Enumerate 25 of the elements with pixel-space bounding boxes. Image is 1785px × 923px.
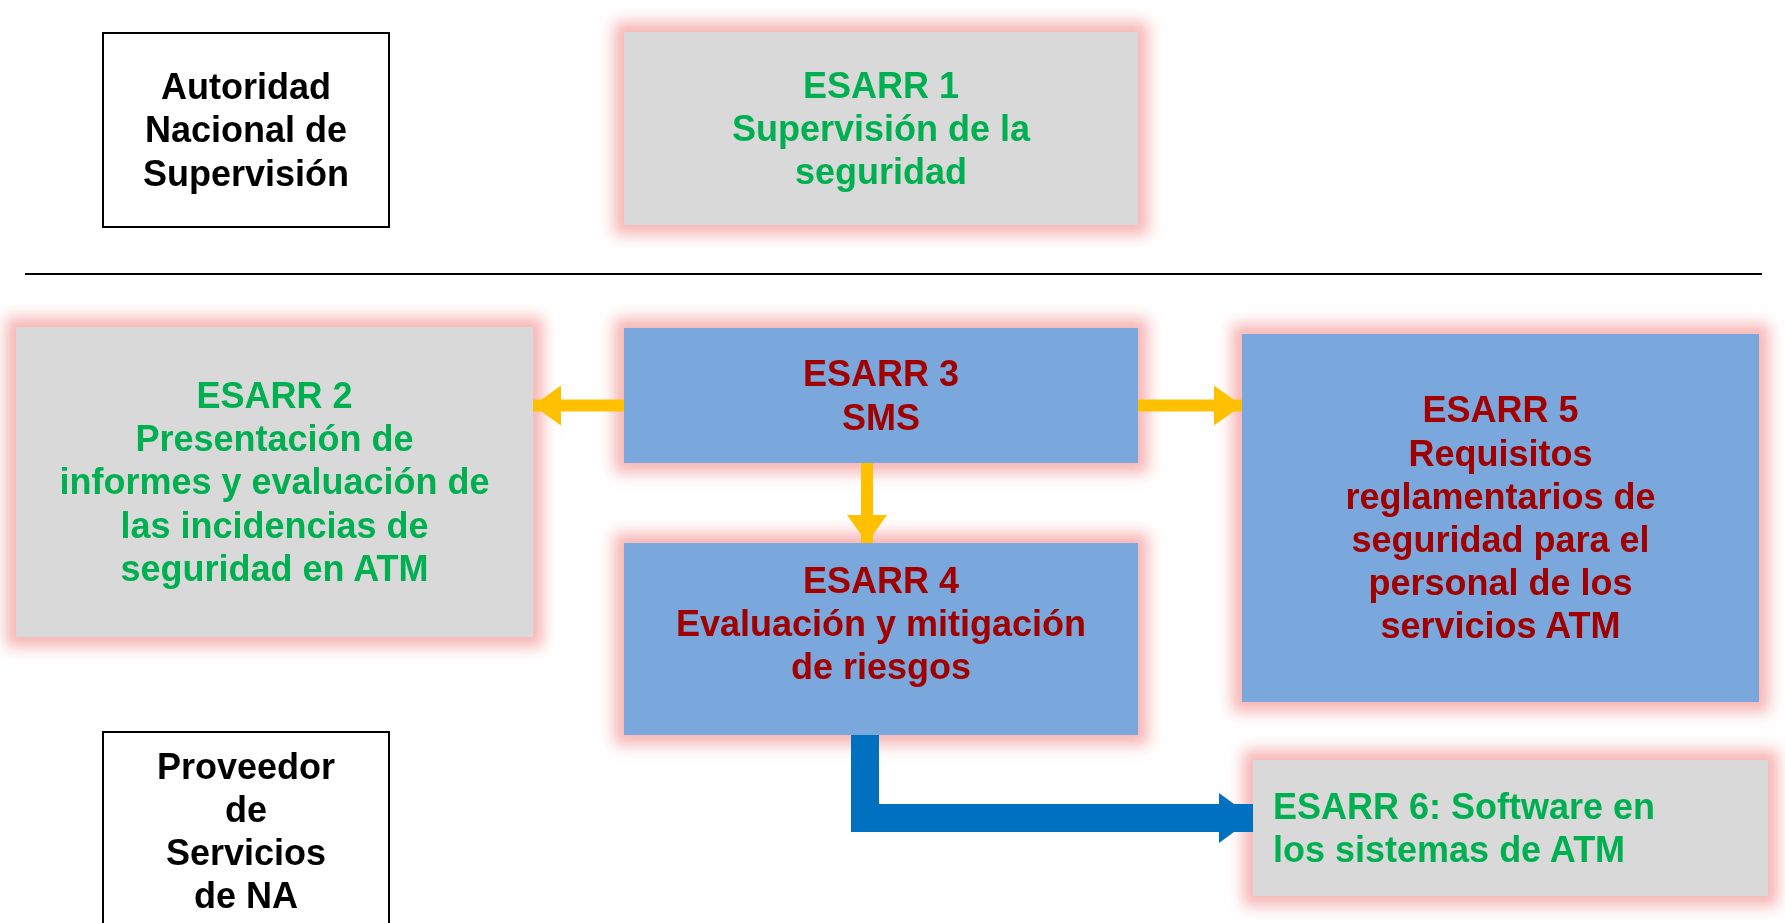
arrow <box>533 385 624 426</box>
box-text: SMS <box>842 395 920 439</box>
arrow <box>851 735 1253 843</box>
box-text: Proveedor de Servicios de NA <box>155 744 337 918</box>
regulation-box <box>624 328 1138 463</box>
regulation-box <box>16 327 533 637</box>
box-text: Requisitos reglamentarios de seguridad para el personal de los servicios ATM <box>1344 431 1657 648</box>
regulation-box <box>624 543 1138 735</box>
box-heading: ESARR 4 <box>802 559 959 603</box>
box-heading: ESARR 3 <box>802 352 959 396</box>
regulation-box <box>1253 760 1768 896</box>
box-text: Evaluación y mitigación de riesgos <box>674 602 1088 689</box>
arrow <box>847 463 887 543</box>
label-box <box>102 731 390 923</box>
box-text: Autoridad Nacional de Supervisión <box>141 65 351 195</box>
box-text: Presentación de informes y evaluación de las incidencias de seguridad en ATM <box>58 417 491 590</box>
box-heading: ESARR 1 <box>802 63 959 107</box>
box-text: Supervisión de la seguridad <box>730 106 1032 194</box>
arrow <box>1138 385 1242 426</box>
box-text: ESARR 6: Software en los sistemas de ATM <box>1273 784 1657 872</box>
box-heading: ESARR 2 <box>196 374 353 418</box>
label-box <box>102 32 390 228</box>
box-heading: ESARR 5 <box>1422 388 1579 432</box>
regulation-box <box>624 32 1138 225</box>
regulation-box <box>1242 334 1759 702</box>
